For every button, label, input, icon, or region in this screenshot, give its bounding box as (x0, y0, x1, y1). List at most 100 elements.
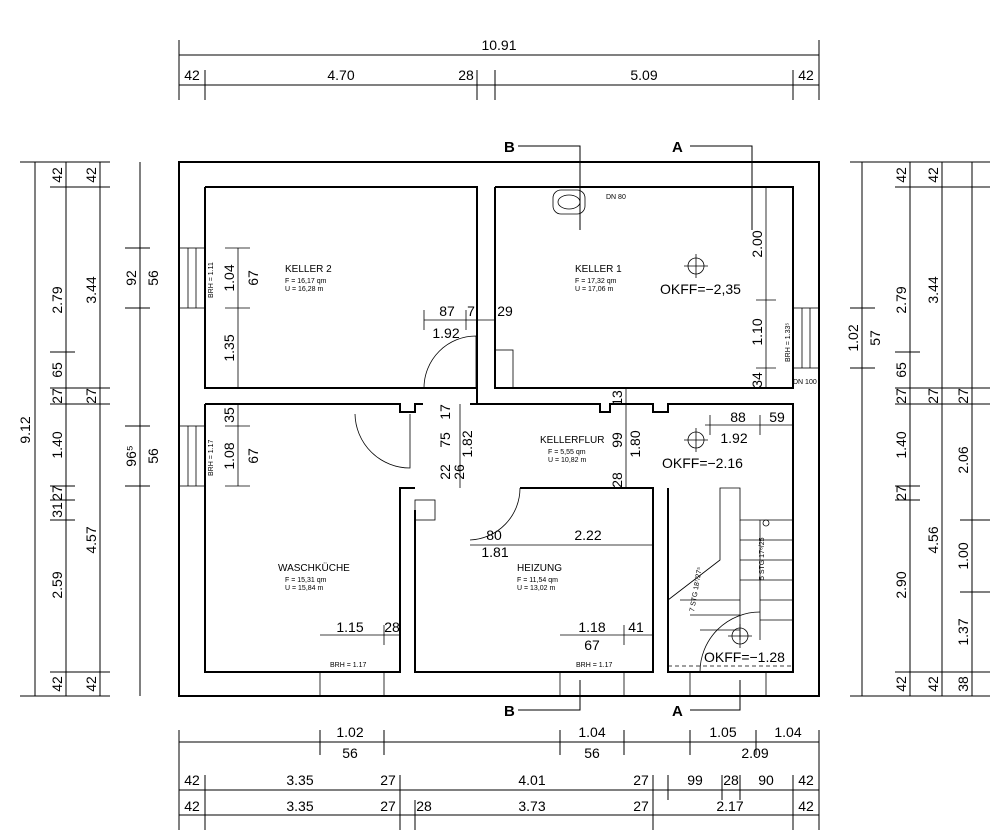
dim-l1-5: 1.40 (49, 431, 65, 458)
dimension-lines (20, 40, 990, 830)
dim-hz-1: 80 (486, 527, 502, 543)
room-name-keller1: KELLER 1 (575, 264, 622, 275)
dim-wk-1: 35 (221, 407, 237, 423)
dim-r2-2: 3.44 (925, 276, 941, 303)
dim-rw-1: 1.02 (845, 324, 861, 351)
dim-b3-2: 3.35 (286, 798, 313, 814)
room-area-heizung: F = 11,54 qm (517, 577, 558, 584)
dim-rw-2: 57 (867, 330, 883, 346)
dim-bot-1b: 56 (342, 745, 358, 761)
dim-l1-9: 42 (49, 676, 65, 692)
section-lines (518, 145, 753, 711)
dim-door-3: 1.92 (432, 325, 459, 341)
flur-outline (470, 403, 794, 673)
room-perim-keller1: U = 17,06 m (575, 286, 613, 293)
dim-bot-2: 1.04 (578, 724, 605, 740)
dim-left-total: 9.12 (17, 416, 33, 443)
brh-keller1: BRH = 1.33⁵ (785, 323, 792, 362)
dim-l3-4: 56 (145, 448, 161, 464)
dim-top-1: 42 (184, 67, 200, 83)
waschkueche-outline (204, 404, 415, 673)
dim-r3-3: 65 (893, 362, 909, 378)
keller2-outline (204, 186, 478, 389)
dim-flur-3: 1.82 (459, 430, 475, 457)
dim-k2-1: 1.04 (221, 264, 237, 291)
dim-hz-3: 2.22 (574, 527, 601, 543)
window-stair-bottom (689, 671, 767, 697)
brh-waschkueche-bottom: BRH = 1.17 (330, 662, 366, 669)
pillar (414, 499, 436, 521)
stair-label-2: 5 STG 17⁶/25 (759, 537, 766, 580)
room-name-keller2: KELLER 2 (285, 264, 332, 275)
dim-l1-6: 27 (49, 485, 65, 501)
dim-l2-4: 4.57 (83, 526, 99, 553)
dim-win-3: 1.18 (578, 619, 605, 635)
section-a-bottom: A (672, 703, 683, 720)
dim-r3-2: 2.79 (893, 286, 909, 313)
dim-bot-3b: 2.09 (741, 745, 768, 761)
room-perim-kellerflur: U = 10,82 m (548, 457, 586, 464)
dim-r2-4: 4.56 (925, 526, 941, 553)
window-hz-bottom (559, 671, 625, 697)
dim-l1-4: 27 (49, 388, 65, 404)
dim-flur-8: 22 (437, 464, 453, 480)
dim-flur-6: 1.80 (627, 430, 643, 457)
dim-top-2: 4.70 (327, 67, 354, 83)
dim-b2-4: 4.01 (518, 772, 545, 788)
window-keller2 (178, 247, 206, 309)
outer-wall (178, 161, 820, 697)
section-b-bottom: B (504, 703, 515, 720)
dim-top-5: 42 (798, 67, 814, 83)
stair-label-1: 7 STG 18⁷/27⁵ (689, 567, 704, 613)
dim-flur-2: 17 (437, 404, 453, 420)
dim-r3-7: 2.90 (893, 571, 909, 598)
dim-l1-2: 2.79 (49, 286, 65, 313)
dim-flur-5: 99 (609, 432, 625, 448)
dim-wk-3: 67 (245, 448, 261, 464)
dim-k2-3: 1.35 (221, 334, 237, 361)
dim-l1-8: 2.59 (49, 571, 65, 598)
dim-b3-7: 2.17 (716, 798, 743, 814)
dim-flur-9: 26 (451, 464, 467, 480)
dim-b3-5: 3.73 (518, 798, 545, 814)
room-perim-heizung: U = 13,02 m (517, 585, 555, 592)
dim-r3-5: 1.40 (893, 431, 909, 458)
dim-l2-1: 42 (83, 167, 99, 183)
dim-b2-9: 42 (798, 772, 814, 788)
dim-bot-3: 1.05 (709, 724, 736, 740)
dim-b3-3: 27 (380, 798, 396, 814)
dim-r1-5: 38 (955, 676, 971, 692)
level-keller1: OKFF=−2,35 (660, 281, 741, 297)
level-marker-icon (684, 254, 752, 648)
dim-r3-1: 42 (893, 167, 909, 183)
section-a-top: A (672, 139, 683, 156)
dim-win-2: 28 (384, 619, 400, 635)
dim-bot-4: 1.04 (774, 724, 801, 740)
dim-l1-1: 42 (49, 167, 65, 183)
dim-b2-6: 99 (687, 772, 703, 788)
keller1-outline (494, 186, 794, 389)
dim-win-1: 1.15 (336, 619, 363, 635)
room-area-kellerflur: F = 5,55 qm (548, 449, 586, 456)
dim-flur-4: 13 (609, 390, 625, 406)
dim-k1-1: 2.00 (749, 230, 765, 257)
room-area-keller2: F = 16,17 qm (285, 278, 327, 285)
dim-l3-2: 56 (145, 270, 161, 286)
dim-bot-1: 1.02 (336, 724, 363, 740)
dim-hz-2: 1.81 (481, 544, 508, 560)
brh-keller2: BRH = 1.11 (208, 262, 215, 298)
dim-win-4: 41 (628, 619, 644, 635)
dim-l3-1: 92 (123, 270, 139, 286)
dim-door-1: 87 (439, 303, 455, 319)
door-keller2 (423, 335, 477, 389)
room-area-waschkueche: F = 15,31 qm (285, 577, 327, 584)
dim-r1-3: 1.00 (955, 542, 971, 569)
level-stair: OKFF=−1.28 (704, 649, 785, 665)
door-waschkueche (354, 413, 411, 469)
window-keller1 (792, 307, 820, 369)
dim-stair-4: 34 (749, 372, 765, 388)
dim-bot-2b: 56 (584, 745, 600, 761)
dim-b2-5: 27 (633, 772, 649, 788)
dim-k2-2: 67 (245, 270, 261, 286)
